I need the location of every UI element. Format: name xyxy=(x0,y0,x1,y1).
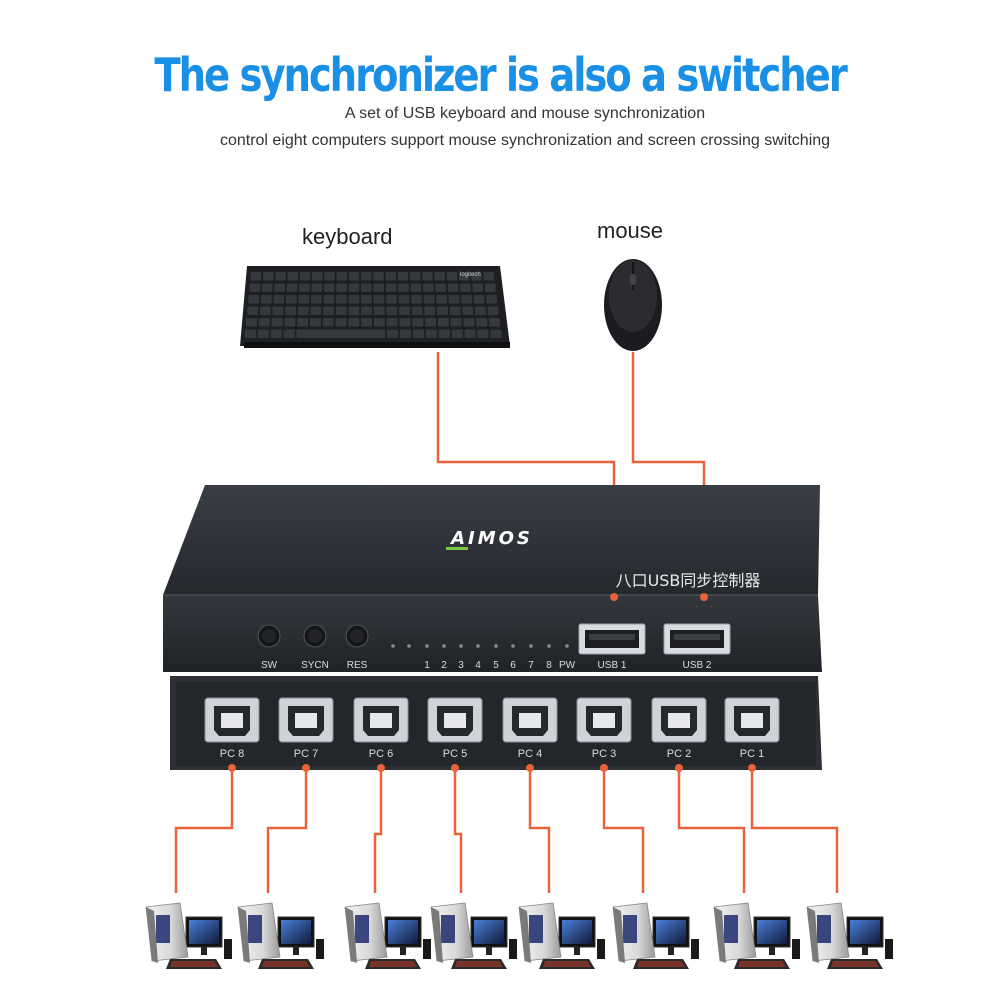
usb-port-label: USB 2 xyxy=(683,660,712,671)
pc-cable xyxy=(750,772,839,893)
led-label: PW xyxy=(559,660,576,671)
pc-cable xyxy=(266,772,308,893)
mouse-label: mouse xyxy=(597,218,664,243)
pc-port-pc1[interactable]: PC 1 xyxy=(724,697,780,772)
pc-cables xyxy=(174,772,839,893)
pc-cable xyxy=(602,772,645,893)
pc-port-label: PC 1 xyxy=(740,748,764,760)
led-indicator xyxy=(425,644,429,648)
pc-port-pc5[interactable]: PC 5 xyxy=(427,697,483,772)
button-label: RES xyxy=(347,660,368,671)
pc-cable xyxy=(174,772,234,893)
led-label: 3 xyxy=(458,660,464,671)
pc-port-pc4[interactable]: PC 4 xyxy=(502,697,558,772)
computer-1 xyxy=(806,902,893,969)
pc-cable xyxy=(677,772,746,893)
keyboard-brand-text: logitech xyxy=(460,272,481,278)
keyboard-label: keyboard xyxy=(302,224,393,249)
brand-logo: AIMOS xyxy=(449,528,533,549)
led-indicator xyxy=(391,644,395,648)
computer-8 xyxy=(145,902,232,969)
pc-cable xyxy=(373,772,383,893)
led-label: 5 xyxy=(493,660,499,671)
keyboard-image: logitech xyxy=(240,266,510,348)
led-indicator xyxy=(511,644,515,648)
pc-port-label: PC 7 xyxy=(294,748,318,760)
computer-5 xyxy=(430,902,517,969)
mouse-image xyxy=(604,259,662,351)
headline: The synchronizer is also a switcher xyxy=(154,48,847,102)
pc-cable xyxy=(528,772,551,893)
front-button-sycn[interactable]: SYCN xyxy=(301,624,329,671)
pc-cable xyxy=(453,772,463,893)
pc-port-label: PC 3 xyxy=(592,748,616,760)
pc-port-pc8[interactable]: PC 8 xyxy=(204,697,260,772)
computer-4 xyxy=(518,902,605,969)
front-button-sw[interactable]: SW xyxy=(257,624,281,671)
led-label: 7 xyxy=(528,660,534,671)
led-label: 2 xyxy=(441,660,447,671)
led-indicator xyxy=(494,644,498,648)
button-label: SW xyxy=(261,660,278,671)
button-label: SYCN xyxy=(301,660,329,671)
led-label: 1 xyxy=(424,660,430,671)
pc-port-pc7[interactable]: PC 7 xyxy=(278,697,334,772)
pc-port-label: PC 4 xyxy=(518,748,542,760)
led-indicator xyxy=(476,644,480,648)
led-indicator xyxy=(529,644,533,648)
computer-7 xyxy=(237,902,324,969)
pc-port-label: PC 5 xyxy=(443,748,467,760)
pc-port-label: PC 6 xyxy=(369,748,393,760)
pc-port-label: PC 8 xyxy=(220,748,244,760)
front-button-res[interactable]: RES xyxy=(345,624,369,671)
pc-port-pc3[interactable]: PC 3 xyxy=(576,697,632,772)
usb-port-label: USB 1 xyxy=(598,660,627,671)
usb-port-2[interactable]: USB 2 xyxy=(663,623,731,671)
pc-port-panel: PC 8 PC 7 PC 6 PC 5 PC 4 PC 3 PC 2 PC 1 xyxy=(170,676,822,772)
led-indicator xyxy=(547,644,551,648)
led-indicator xyxy=(565,644,569,648)
led-indicator xyxy=(407,644,411,648)
pc-port-label: PC 2 xyxy=(667,748,691,760)
model-text: 八口USB同步控制器 xyxy=(616,571,761,590)
computer-6 xyxy=(344,902,431,969)
pc-port-pc2[interactable]: PC 2 xyxy=(651,697,707,772)
led-label: 6 xyxy=(510,660,516,671)
computer-2 xyxy=(713,902,800,969)
led-indicator xyxy=(442,644,446,648)
usb-port-1[interactable]: USB 1 xyxy=(578,623,646,671)
subtitle-line-2: control eight computers support mouse sy… xyxy=(219,132,831,149)
subtitle-line-1: A set of USB keyboard and mouse synchron… xyxy=(344,105,706,122)
led-indicator xyxy=(459,644,463,648)
led-label: 4 xyxy=(475,660,481,671)
pc-port-pc6[interactable]: PC 6 xyxy=(353,697,409,772)
led-label: 8 xyxy=(546,660,552,671)
computer-3 xyxy=(612,902,699,969)
